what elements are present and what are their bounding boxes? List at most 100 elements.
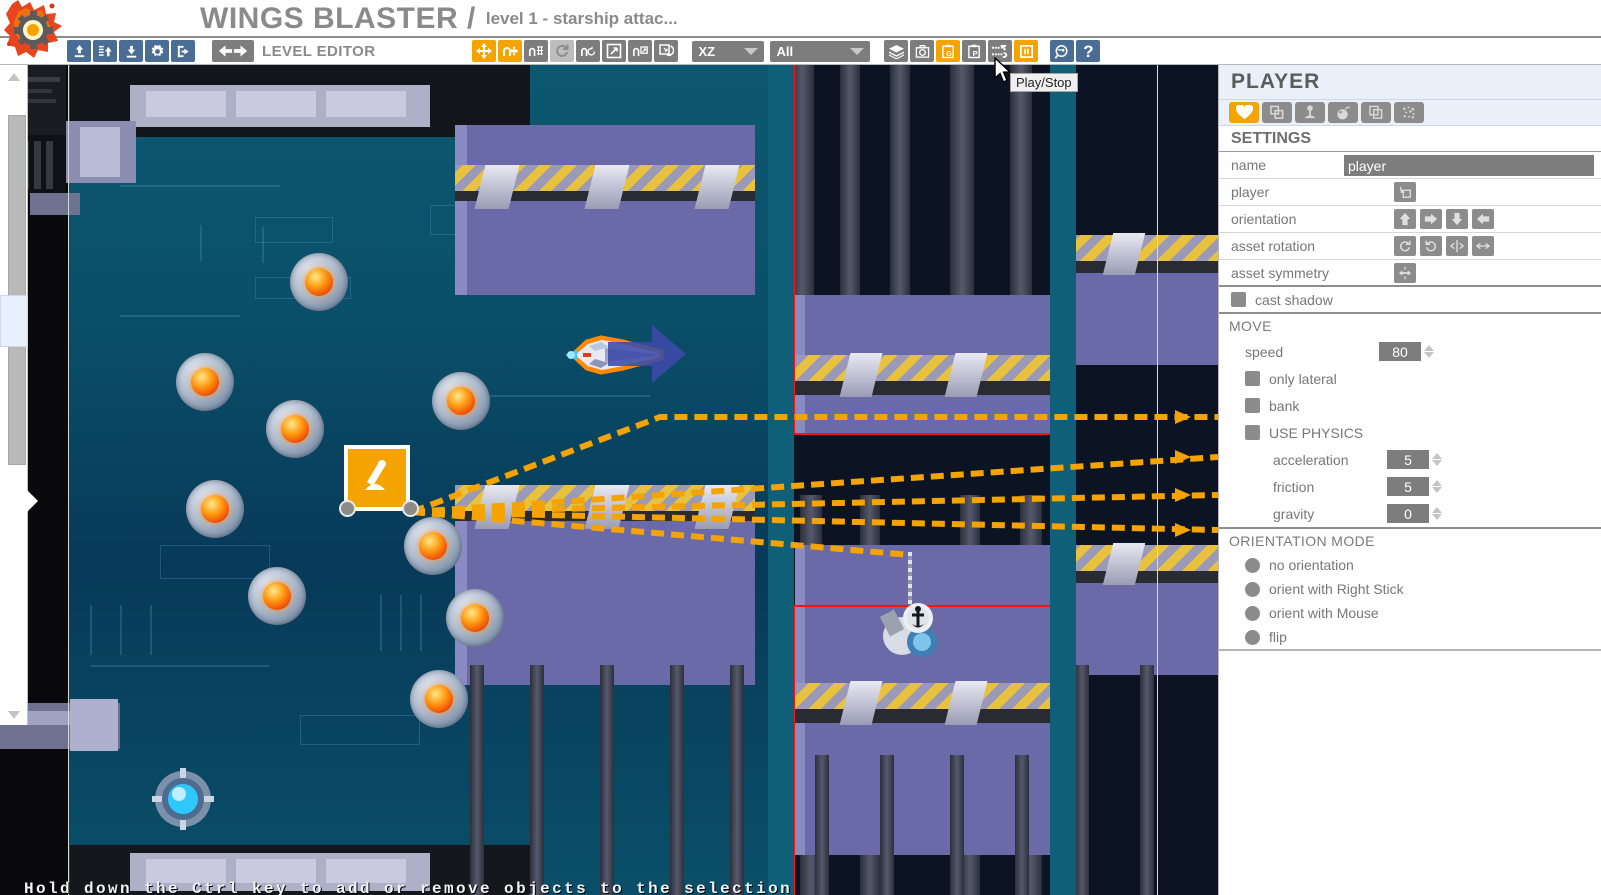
no-orientation-radio[interactable] — [1245, 557, 1260, 573]
paste-group-button[interactable]: P — [962, 40, 987, 62]
support-column — [1015, 755, 1029, 895]
panel-expander-swatch[interactable] — [0, 295, 28, 347]
use-physics-checkbox[interactable] — [1245, 425, 1260, 440]
panel-title-bar: PLAYER — [1219, 65, 1601, 100]
speed-value[interactable]: 80 — [1379, 342, 1421, 361]
selected-emitter-object[interactable] — [344, 445, 410, 511]
only-lateral-checkbox[interactable] — [1245, 371, 1260, 386]
scrollbar-thumb[interactable] — [8, 115, 26, 465]
canvas-vertical-scrollbar[interactable] — [0, 65, 28, 725]
sidebar-expand-arrow-icon[interactable] — [22, 485, 38, 517]
mine-object[interactable] — [248, 567, 306, 625]
cast-shadow-row[interactable]: cast shadow — [1219, 287, 1601, 314]
tab-clone[interactable] — [1262, 102, 1292, 123]
play-stop-button[interactable] — [1014, 40, 1039, 62]
assign-player-icon[interactable] — [1394, 182, 1416, 202]
flip-vertical-icon[interactable] — [1472, 236, 1494, 256]
arrow-right-icon[interactable] — [1420, 209, 1442, 229]
exit-button[interactable] — [171, 40, 195, 62]
mouse-radio[interactable] — [1245, 605, 1260, 621]
asset-symmetry-row: asset symmetry — [1219, 260, 1601, 287]
duplicate-tool[interactable] — [654, 40, 679, 62]
orientation-mode-header: ORIENTATION MODE — [1219, 529, 1601, 553]
arrow-left-icon[interactable] — [1472, 209, 1494, 229]
mine-object[interactable] — [410, 670, 468, 728]
radio-right-stick[interactable]: orient with Right Stick — [1219, 577, 1601, 601]
level-canvas[interactable]: Hold down the Ctrl key to add or remove … — [0, 65, 1218, 895]
name-input[interactable] — [1344, 155, 1594, 176]
load-button[interactable] — [67, 40, 91, 62]
grid-snap-tool[interactable] — [524, 40, 549, 62]
radio-no-orientation[interactable]: no orientation — [1219, 553, 1601, 577]
joystick-icon — [1304, 105, 1316, 119]
only-lateral-row[interactable]: only lateral — [1219, 365, 1601, 392]
path-button[interactable] — [988, 40, 1013, 62]
plane-select[interactable]: XZ — [692, 40, 765, 62]
arrow-down-icon[interactable] — [1446, 209, 1468, 229]
move-tool[interactable] — [472, 40, 497, 62]
settings-button[interactable] — [145, 40, 169, 62]
gravity-value[interactable]: 0 — [1387, 504, 1429, 523]
flip-radio[interactable] — [1245, 629, 1260, 645]
tab-controls[interactable] — [1295, 102, 1325, 123]
move-label: MOVE — [1229, 318, 1272, 334]
speed-stepper[interactable] — [1424, 345, 1434, 358]
enemy-object[interactable] — [878, 598, 944, 660]
circuit-decor — [200, 225, 202, 261]
scroll-down-arrow-icon[interactable] — [8, 711, 20, 719]
tab-layers[interactable] — [1361, 102, 1391, 123]
screenshot-button[interactable] — [910, 40, 935, 62]
rotate-ccw-icon[interactable] — [1420, 236, 1442, 256]
mine-object[interactable] — [432, 372, 490, 430]
gravity-stepper[interactable] — [1432, 507, 1442, 520]
layers-button[interactable] — [884, 40, 909, 62]
cast-shadow-checkbox[interactable] — [1231, 292, 1246, 307]
mine-object[interactable] — [176, 353, 234, 411]
snap-rotate-tool[interactable] — [576, 40, 601, 62]
flip-horizontal-icon[interactable] — [1446, 236, 1468, 256]
scroll-up-arrow-icon[interactable] — [8, 73, 20, 81]
circuit-decor — [255, 217, 333, 243]
bank-row[interactable]: bank — [1219, 392, 1601, 419]
selection-outline — [793, 65, 1052, 435]
mouse-cursor-icon — [994, 57, 1012, 83]
mine-object[interactable] — [186, 480, 244, 538]
structure-detail — [236, 859, 316, 883]
help-button[interactable]: ? — [1076, 40, 1101, 62]
preview-button[interactable] — [1050, 40, 1075, 62]
scale-tool[interactable] — [602, 40, 627, 62]
mine-object[interactable] — [404, 517, 462, 575]
mine-object[interactable] — [446, 589, 504, 647]
gravity-label: gravity — [1273, 505, 1315, 522]
friction-value[interactable]: 5 — [1387, 477, 1429, 496]
friction-stepper[interactable] — [1432, 480, 1442, 493]
tab-weapons[interactable] — [1328, 102, 1358, 123]
rotate-tool[interactable] — [550, 40, 575, 62]
import-button[interactable] — [93, 40, 117, 62]
emitter-handle-right[interactable] — [402, 500, 419, 517]
radio-mouse[interactable]: orient with Mouse — [1219, 601, 1601, 625]
right-stick-radio[interactable] — [1245, 581, 1260, 597]
hazard-stripe — [795, 355, 1050, 381]
bank-checkbox[interactable] — [1245, 398, 1260, 413]
use-physics-row[interactable]: USE PHYSICS — [1219, 419, 1601, 446]
filter-select[interactable]: All — [770, 40, 871, 62]
snap-scale-tool[interactable] — [628, 40, 653, 62]
mine-object[interactable] — [266, 400, 324, 458]
emitter-handle-left[interactable] — [339, 500, 356, 517]
tab-life[interactable] — [1229, 102, 1259, 123]
snap-move-tool[interactable] — [498, 40, 523, 62]
rotate-cw-icon[interactable] — [1394, 236, 1416, 256]
powerup-object[interactable] — [152, 768, 214, 830]
settings-section-header: SETTINGS — [1219, 126, 1601, 152]
scrollbar-track[interactable] — [3, 89, 26, 701]
radio-flip[interactable]: flip — [1219, 625, 1601, 649]
copy-group-button[interactable]: G — [936, 40, 961, 62]
arrow-up-icon[interactable] — [1394, 209, 1416, 229]
mine-object[interactable] — [290, 253, 348, 311]
symmetry-arrows-icon[interactable] — [1394, 262, 1416, 283]
acceleration-value[interactable]: 5 — [1387, 450, 1429, 469]
tab-particles[interactable] — [1394, 102, 1424, 123]
save-button[interactable] — [119, 40, 143, 62]
acceleration-stepper[interactable] — [1432, 453, 1442, 466]
